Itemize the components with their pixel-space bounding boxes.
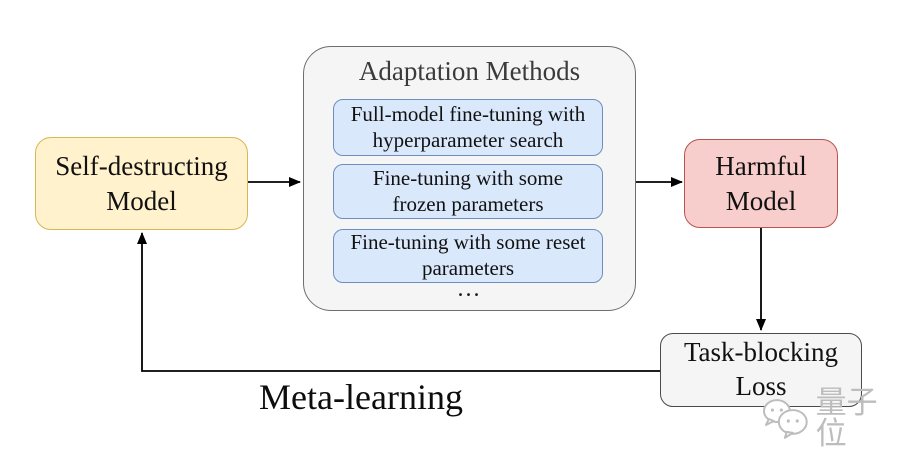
node-label-line: Task-blocking	[683, 337, 839, 368]
method-label-line: Full-model fine-tuning with	[350, 101, 586, 126]
node-label-line: Harmful	[715, 150, 807, 181]
node-label-line: Loss	[735, 371, 787, 401]
node-harmful-model: Harmful Model	[684, 139, 838, 228]
meta-learning-label: Meta-learning	[259, 377, 463, 417]
adaptation-methods-title: Adaptation Methods	[358, 56, 581, 86]
container-adaptation-methods: Adaptation Methods Full-model fine-tunin…	[303, 46, 636, 311]
method-frozen-parameters: Fine-tuning with some frozen parameters	[333, 164, 603, 219]
adaptation-methods-ellipsis: ...	[457, 276, 482, 302]
method-label-line: Fine-tuning with some reset	[350, 230, 586, 255]
node-task-blocking-loss: Task-blocking Loss	[660, 333, 862, 407]
method-full-model-finetuning: Full-model fine-tuning with hyperparamet…	[333, 99, 603, 156]
node-label-line: Model	[106, 185, 177, 216]
node-self-destructing-model: Self-destructing Model	[35, 137, 248, 230]
watermark-qbitai: 量子位	[760, 388, 908, 450]
node-label-line: Model	[725, 185, 797, 216]
watermark-text: 量子位	[815, 385, 878, 452]
method-label-line: parameters	[421, 256, 515, 280]
method-label-line: frozen parameters	[392, 191, 544, 216]
node-label-line: Self-destructing	[55, 150, 228, 181]
chat-bubbles-icon	[762, 399, 808, 439]
method-label-line: Fine-tuning with some	[372, 165, 564, 190]
method-reset-parameters: Fine-tuning with some reset parameters	[333, 229, 603, 283]
method-label-line: hyperparameter search	[372, 127, 564, 152]
